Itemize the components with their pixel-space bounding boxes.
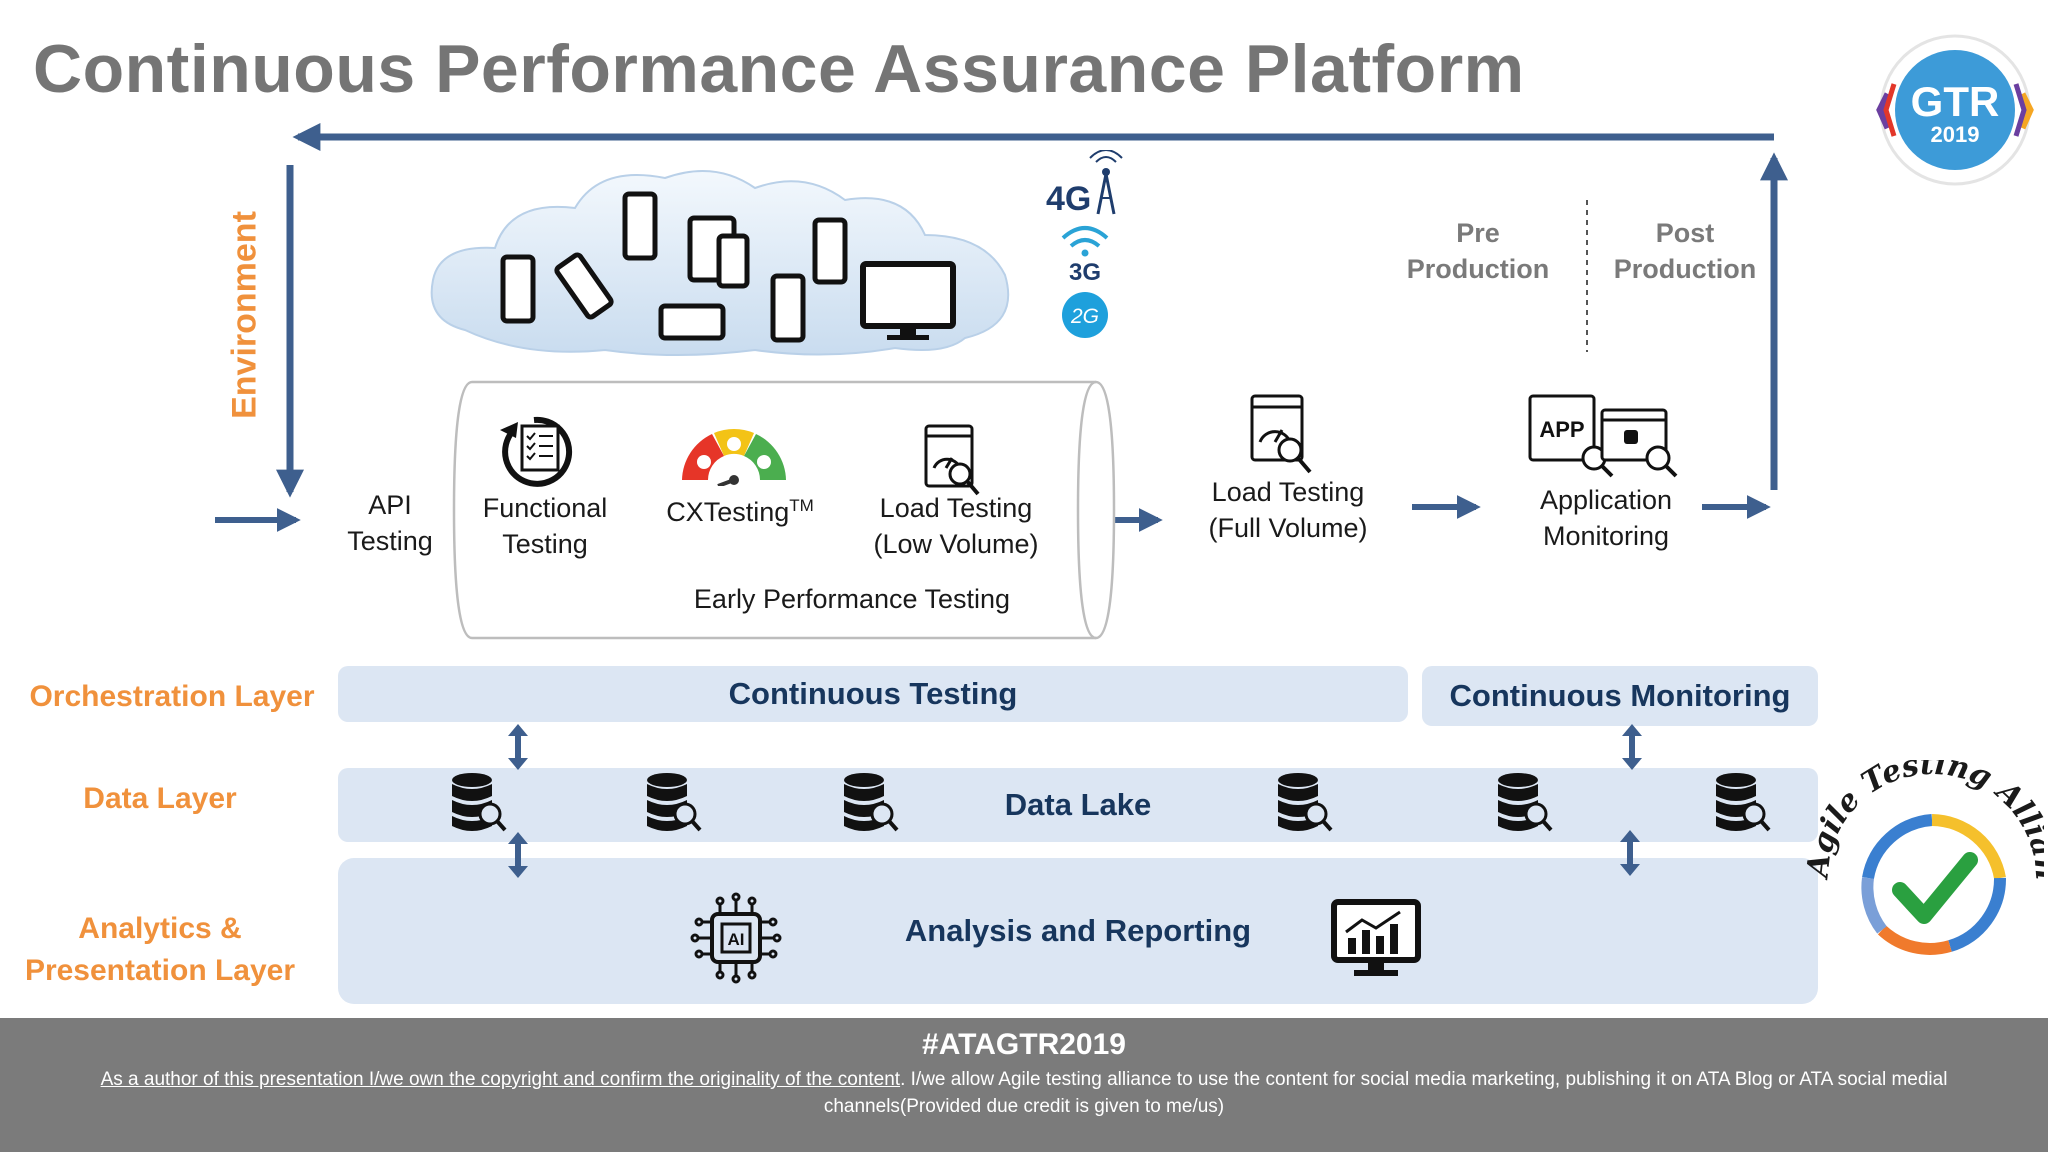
phone-icon: [622, 191, 658, 261]
api-testing-line1: API: [368, 490, 412, 520]
continuous-monitoring-text: Continuous Monitoring: [1449, 678, 1791, 713]
post-production-line2: Production: [1613, 254, 1757, 284]
phone-icon: [554, 252, 614, 320]
load-testing-full-line2: (Full Volume): [1208, 513, 1368, 543]
ai-chip-label: AI: [728, 930, 745, 949]
phone-icon: [812, 217, 848, 285]
cx-testing-label: CXTestingTM: [640, 488, 840, 530]
database-search-icon: [842, 771, 899, 833]
continuous-monitoring-bar: Continuous Monitoring: [1422, 666, 1818, 726]
network-2g-icon: 2G: [1062, 292, 1108, 338]
analysis-reporting-bar: Analysis and Reporting: [338, 858, 1818, 1004]
network-3g-label: 3G: [1069, 259, 1101, 282]
functional-testing-icon: [500, 416, 573, 487]
functional-testing-line2: Testing: [502, 529, 588, 559]
orchestration-layer-label: Orchestration Layer: [29, 680, 315, 713]
phone-icon: [500, 254, 536, 324]
load-testing-low-icon: [924, 424, 980, 496]
data-layer-label: Data Layer: [83, 782, 237, 815]
agile-testing-alliance-logo: Agile Testing Alliance: [1800, 760, 2044, 955]
network-2g-label: 2G: [1070, 305, 1099, 328]
application-monitoring-line1: Application: [1539, 485, 1673, 515]
cx-gauge-icon: [682, 429, 786, 486]
load-testing-low-line2: (Low Volume): [873, 529, 1039, 559]
api-testing-line2: Testing: [347, 526, 433, 556]
phone-landscape-icon: [658, 303, 726, 341]
phone-icon: [716, 233, 750, 289]
device-cloud: [430, 169, 1010, 356]
footer-disclaimer-underlined: As a author of this presentation I/we ow…: [100, 1069, 901, 1090]
load-testing-low-label: Load Testing (Low Volume): [846, 490, 1066, 562]
analytics-layer-line1: Analytics &: [78, 912, 242, 945]
footer-disclaimer: As a author of this presentation I/we ow…: [40, 1066, 2008, 1120]
pre-production-line1: Pre: [1456, 218, 1500, 248]
database-search-icon: [1276, 771, 1333, 833]
functional-testing-line1: Functional: [482, 493, 608, 523]
functional-testing-label: Functional Testing: [455, 490, 635, 562]
footer-hashtag: #ATAGTR2019: [922, 1028, 1126, 1061]
continuous-testing-bar: Continuous Testing: [338, 666, 1408, 722]
gtr-logo-year: 2019: [1931, 122, 1980, 147]
load-testing-full-line1: Load Testing: [1211, 477, 1365, 507]
database-search-icon: [1496, 771, 1553, 833]
footer-bar: [0, 1018, 2048, 1152]
data-lake-bar: Data Lake: [338, 768, 1818, 842]
page-title: Continuous Performance Assurance Platfor…: [33, 31, 1525, 107]
app-icon-label: APP: [1539, 417, 1584, 442]
wifi-3g-icon: 3G: [1061, 226, 1109, 282]
network-4g-icon: 4G: [1046, 150, 1123, 218]
analytics-chart-icon: [1331, 899, 1421, 976]
double-arrow-icon: [508, 724, 1642, 878]
load-testing-full-label: Load Testing (Full Volume): [1178, 474, 1398, 546]
api-testing-label: API Testing: [320, 487, 460, 559]
analysis-reporting-text: Analysis and Reporting: [904, 913, 1252, 948]
footer-disclaimer-rest: . I/we allow Agile testing alliance to u…: [823, 1069, 1948, 1117]
cx-testing-trademark: TM: [789, 496, 814, 515]
database-search-icon: [450, 771, 507, 833]
analytics-layer-line2: Presentation Layer: [24, 954, 296, 987]
application-monitoring-label: Application Monitoring: [1506, 482, 1706, 554]
cx-testing-text: CXTesting: [666, 497, 790, 527]
early-performance-label: Early Performance Testing: [693, 584, 1011, 614]
continuous-testing-text: Continuous Testing: [728, 676, 1018, 711]
load-testing-full-icon: [1250, 394, 1312, 474]
database-search-icon: [1714, 771, 1771, 833]
pre-production-line2: Production: [1406, 254, 1550, 284]
phone-icon: [770, 273, 806, 343]
ai-chip-icon: AI: [690, 892, 782, 984]
gtr-2019-logo: GTR 2019: [1876, 34, 2034, 186]
network-4g-label: 4G: [1046, 180, 1091, 218]
database-search-icon: [645, 771, 702, 833]
post-production-label: Post Production: [1597, 215, 1773, 287]
pre-production-label: Pre Production: [1390, 215, 1566, 287]
analytics-layer-label: Analytics & Presentation Layer: [16, 908, 304, 992]
load-testing-low-line1: Load Testing: [879, 493, 1033, 523]
gtr-logo-title: GTR: [1911, 78, 2000, 125]
application-monitoring-line2: Monitoring: [1542, 521, 1670, 551]
post-production-line1: Post: [1655, 218, 1715, 248]
data-lake-text: Data Lake: [1004, 787, 1152, 822]
application-monitoring-icon: APP: [1528, 394, 1678, 478]
